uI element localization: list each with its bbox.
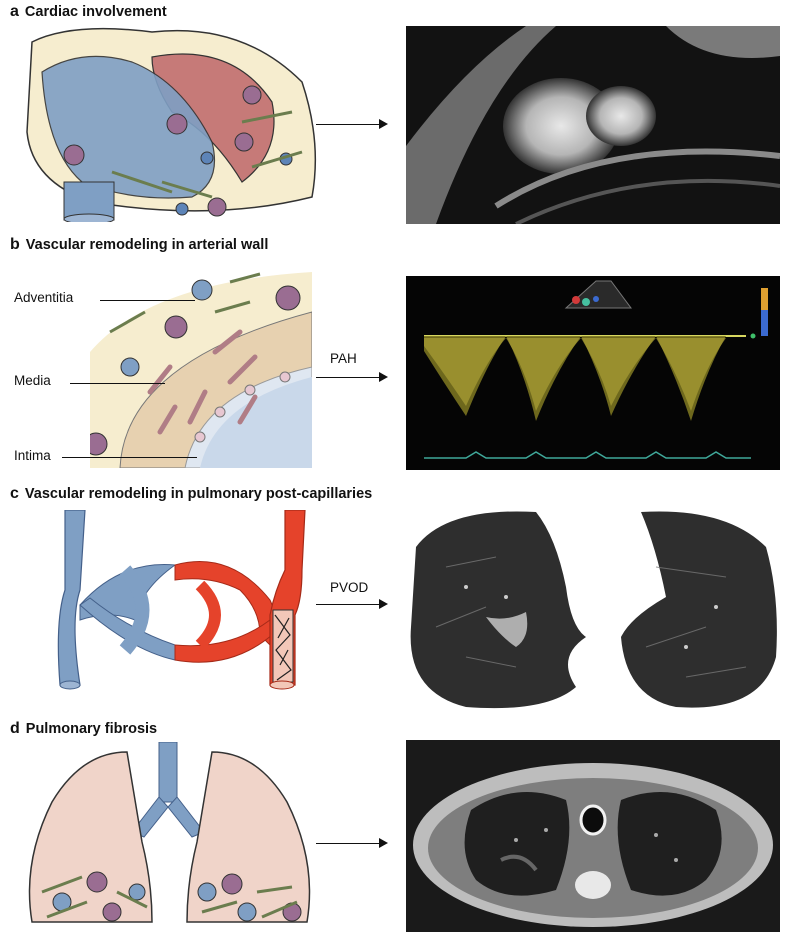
post-capillary-illustration bbox=[40, 510, 325, 695]
panel-d-title-text: Pulmonary fibrosis bbox=[26, 721, 157, 737]
media-leader-line bbox=[70, 383, 165, 384]
panel-a-title: a Cardiac involvement bbox=[10, 3, 167, 21]
arrow-c bbox=[316, 604, 386, 605]
panel-b-title: b Vascular remodeling in arterial wall bbox=[10, 236, 268, 254]
panel-c-letter: c bbox=[10, 485, 19, 502]
doppler-echo-image bbox=[406, 276, 780, 470]
panel-c-title-text: Vascular remodeling in pulmonary post-ca… bbox=[25, 486, 372, 502]
adventitia-leader-line bbox=[100, 300, 195, 301]
chest-ct-image-lower bbox=[406, 740, 780, 932]
chest-ct-image-upper bbox=[406, 507, 780, 713]
adventitia-label: Adventitia bbox=[14, 290, 73, 305]
panel-c-title: c Vascular remodeling in pulmonary post-c… bbox=[10, 485, 372, 503]
panel-d-title: d Pulmonary fibrosis bbox=[10, 720, 157, 738]
panel-a-title-text: Cardiac involvement bbox=[25, 4, 167, 20]
arterial-wall-illustration bbox=[90, 272, 312, 468]
lungs-illustration bbox=[22, 742, 322, 930]
cardiac-mri-image bbox=[406, 26, 780, 224]
pah-label: PAH bbox=[330, 351, 357, 366]
panel-a-letter: a bbox=[10, 3, 19, 20]
panel-b-letter: b bbox=[10, 236, 20, 253]
arrow-a bbox=[316, 124, 386, 125]
arrow-d bbox=[316, 843, 386, 844]
intima-leader-line bbox=[62, 457, 197, 458]
media-label: Media bbox=[14, 373, 51, 388]
pvod-label: PVOD bbox=[330, 580, 368, 595]
heart-illustration bbox=[12, 22, 322, 222]
intima-label: Intima bbox=[14, 448, 51, 463]
arrow-b bbox=[316, 377, 386, 378]
panel-d-letter: d bbox=[10, 720, 20, 737]
panel-b-title-text: Vascular remodeling in arterial wall bbox=[26, 237, 269, 253]
